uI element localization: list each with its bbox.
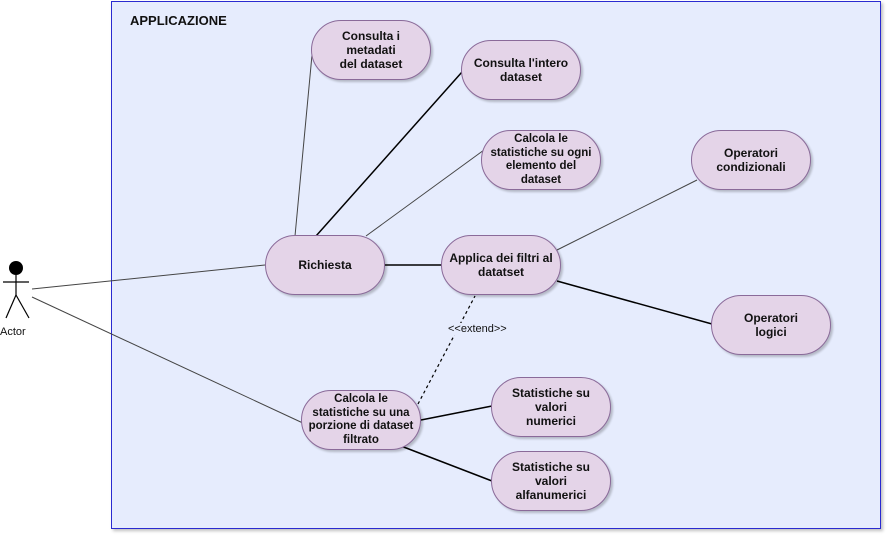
edge-actor-stats-portion [31, 296, 306, 425]
edge-portion-numeric [420, 405, 493, 421]
edge-filters-conditional [556, 179, 698, 251]
actor-figure [3, 261, 30, 319]
usecase-applica-filtri[interactable]: Applica dei filtri al datatset [441, 235, 561, 295]
usecase-statistiche-ogni-elemento[interactable]: Calcola le statistiche su ogni elemento … [481, 130, 601, 190]
edge-filters-logical [556, 280, 713, 325]
usecase-richiesta[interactable]: Richiesta [265, 235, 385, 295]
usecase-operatori-logici[interactable]: Operatori logici [711, 295, 831, 355]
edge-request-stats-each [365, 149, 485, 237]
edge-request-metadata [294, 54, 313, 237]
usecase-operatori-condizionali[interactable]: Operatori condizionali [691, 130, 811, 190]
actor-head [9, 261, 23, 275]
usecase-statistiche-alfanumerici[interactable]: Statistiche su valori alfanumerici [491, 451, 611, 511]
usecase-statistiche-numerici[interactable]: Statistiche su valori numerici [491, 377, 611, 437]
edge-request-full-dataset [315, 71, 463, 237]
usecase-statistiche-porzione[interactable]: Calcola le statistiche su una porzione d… [301, 390, 421, 450]
edge-extend [417, 295, 476, 405]
system-title: APPLICAZIONE [130, 13, 227, 28]
edge-portion-alphanumeric [400, 445, 493, 482]
usecase-consulta-metadati[interactable]: Consulta i metadati del dataset [311, 20, 431, 80]
usecase-consulta-intero-dataset[interactable]: Consulta l'intero dataset [461, 40, 581, 100]
extend-label: <<extend>> [448, 323, 507, 335]
edge-actor-request [31, 264, 266, 290]
actor-label: Actor [0, 326, 26, 338]
